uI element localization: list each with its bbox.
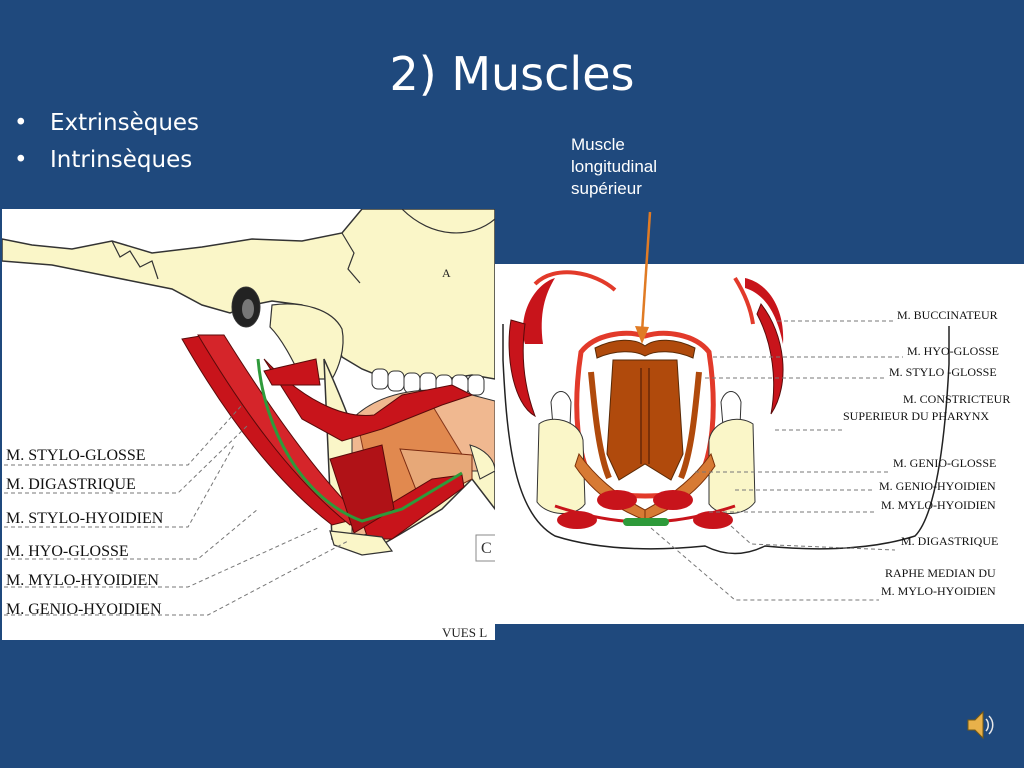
genioglossus-muscle xyxy=(606,359,684,481)
bullet-text: Intrinsèques xyxy=(50,147,193,173)
buccinator-left xyxy=(508,319,536,418)
upper-lip-arc xyxy=(533,270,617,292)
cut-box-text: C xyxy=(481,540,492,557)
slide-title: 2) Muscles xyxy=(389,47,635,101)
geniohyoid-right xyxy=(653,490,693,510)
skull-suture xyxy=(111,240,159,280)
callout-line: Muscle xyxy=(571,135,625,154)
mylohyoid-muscle xyxy=(329,444,395,534)
label-buccinateur: M. BUCCINATEUR xyxy=(897,308,998,322)
label-hyo-glosse: M. HYO-GLOSSE xyxy=(907,344,999,358)
bottom-caption: VUES L xyxy=(442,625,487,640)
cheek-arc-right xyxy=(745,278,784,344)
upper-teeth xyxy=(371,368,485,396)
label-digastrique: M. DIGASTRIQUE xyxy=(6,476,136,493)
bullet-marker: • xyxy=(14,110,28,136)
digastric-left xyxy=(557,511,597,529)
label-genio-glosse: M. GENIO-GLOSSE xyxy=(893,456,996,470)
callout-line: supérieur xyxy=(571,179,642,198)
chin-bone xyxy=(469,444,495,480)
label-stylo-glosse: M. STYLO -GLOSSE xyxy=(889,365,997,379)
frontal-section-drawing: M. BUCCINATEUR M. HYO-GLOSSE M. STYLO -G… xyxy=(502,270,1010,601)
skull-suture xyxy=(341,232,361,284)
label-genio-hyoidien: M. GENIO-HYOIDIEN xyxy=(879,479,996,493)
hyoid-bone xyxy=(329,530,394,556)
transverse-muscle xyxy=(678,371,702,480)
cheek-arc-left xyxy=(523,278,555,344)
label-mylo-hyoidien: M. MYLO-HYOIDIEN xyxy=(881,498,996,512)
bullet-item-intrinseques: • Intrinsèques xyxy=(14,143,199,180)
bullet-item-extrinseques: • Extrinsèques xyxy=(14,106,199,143)
frontal-section-figure: M. BUCCINATEUR M. HYO-GLOSSE M. STYLO -G… xyxy=(495,264,1024,624)
label-stylo-glosse: M. STYLO-GLOSSE xyxy=(6,447,146,464)
orbit-ridge xyxy=(401,209,495,234)
speaker-icon[interactable] xyxy=(966,708,996,742)
face-outline xyxy=(502,324,950,555)
bullet-list: • Extrinsèques • Intrinsèques xyxy=(14,106,199,180)
label-digastrique: M. DIGASTRIQUE xyxy=(901,534,998,548)
transverse-muscle xyxy=(588,371,612,480)
pharyngeal-muscle xyxy=(263,358,321,386)
lateral-view-figure: A xyxy=(2,209,495,640)
bone-letter: A xyxy=(442,266,451,280)
geniohyoid-left xyxy=(597,490,637,510)
label-constricteur: M. CONSTRICTEUR xyxy=(903,392,1010,406)
digastric-right xyxy=(693,511,733,529)
label-superieur-pharynx: SUPERIEUR DU PHARYNX xyxy=(843,409,989,423)
median-raphe xyxy=(623,518,669,526)
hypoglossal-nerve xyxy=(256,358,463,523)
callout-label: Muscle longitudinal supérieur xyxy=(571,134,657,200)
bullet-marker: • xyxy=(14,147,28,173)
label-hyo-glosse: M. HYO-GLOSSE xyxy=(6,543,129,560)
lateral-view-drawing: A xyxy=(2,209,495,640)
leader-lines xyxy=(4,404,349,616)
label-genio-hyoidien: M. GENIO-HYOIDIEN xyxy=(6,601,162,618)
leader-lines xyxy=(650,320,903,601)
tongue-septum xyxy=(640,368,650,464)
bullet-text: Extrinsèques xyxy=(50,110,200,136)
cut-box xyxy=(475,534,495,562)
label-raphe-median: RAPHE MEDIAN DU xyxy=(885,566,996,580)
label-stylo-hyoidien: M. STYLO-HYOIDIEN xyxy=(6,510,164,527)
callout-line: longitudinal xyxy=(571,157,658,176)
upper-lip-arc xyxy=(733,276,755,325)
mandible-bone-right xyxy=(708,418,756,514)
label-mylo-hyoidien-2: M. MYLO-HYOIDIEN xyxy=(881,584,996,598)
buccinator-right xyxy=(756,303,784,415)
label-mylo-hyoidien: M. MYLO-HYOIDIEN xyxy=(6,572,159,589)
